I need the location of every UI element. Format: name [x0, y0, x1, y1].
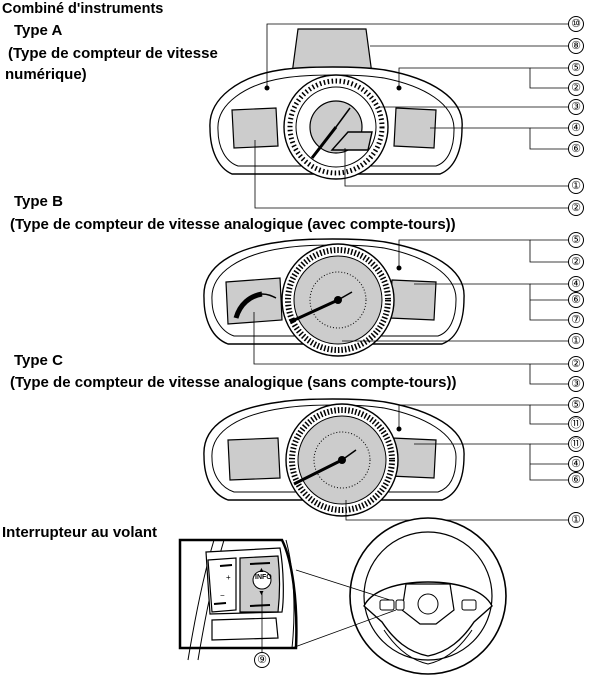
indicator-dot — [396, 85, 402, 91]
callout: ⑤ — [568, 60, 584, 76]
callout: ⑦ — [568, 312, 584, 328]
callout: ① — [568, 512, 584, 528]
minus-icon: − — [220, 591, 225, 600]
type-a-subheading-2: numérique) — [5, 66, 87, 83]
type-b-subheading: (Type de compteur de vitesse analogique … — [10, 216, 456, 233]
down-arrow-icon: ▼ — [258, 590, 265, 597]
callout: ④ — [568, 276, 584, 292]
callout: ⑤ — [568, 397, 584, 413]
callout: ② — [568, 254, 584, 270]
left-display-a — [231, 107, 279, 149]
callout: ② — [568, 356, 584, 372]
callout: ② — [568, 200, 584, 216]
right-display-b — [389, 279, 437, 321]
callout: ① — [568, 333, 584, 349]
cluster-type-b — [203, 238, 568, 385]
page-title: Combiné d'instruments — [2, 1, 164, 17]
callout: ⑤ — [568, 232, 584, 248]
digital-speed-display — [330, 131, 373, 151]
up-arrow-icon: ▲ — [258, 567, 265, 574]
right-display-a — [393, 107, 437, 149]
type-b-heading: Type B — [14, 193, 63, 210]
type-c-heading: Type C — [14, 352, 63, 369]
callout: ⑨ — [254, 652, 270, 668]
callout: ⑧ — [568, 38, 584, 54]
callout: ⑪ — [568, 436, 584, 452]
info-label: INFO — [255, 574, 272, 581]
indicator-dot — [396, 426, 402, 432]
indicator-dot — [264, 85, 270, 91]
type-c-subheading: (Type de compteur de vitesse analogique … — [10, 374, 457, 391]
callout: ② — [568, 80, 584, 96]
callout: ① — [568, 178, 584, 194]
steering-wheel — [291, 517, 507, 675]
callout: ⑥ — [568, 292, 584, 308]
callout: ⑩ — [568, 16, 584, 32]
indicator-dot — [396, 265, 402, 271]
callout: ④ — [568, 456, 584, 472]
voice-button — [211, 617, 279, 641]
cluster-type-c — [203, 398, 568, 521]
left-display-c — [227, 437, 281, 481]
callout: ⑪ — [568, 416, 584, 432]
type-a-subheading-1: (Type de compteur de vitesse — [8, 45, 218, 62]
callout: ④ — [568, 120, 584, 136]
callout: ⑥ — [568, 472, 584, 488]
type-a-heading: Type A — [14, 22, 63, 39]
volume-switch — [207, 557, 237, 613]
callout: ③ — [568, 99, 584, 115]
cluster-type-a — [209, 23, 568, 209]
plus-icon: + — [226, 573, 231, 582]
switch-heading: Interrupteur au volant — [2, 524, 158, 541]
callout: ③ — [568, 376, 584, 392]
steering-switch-inset — [178, 538, 298, 661]
callout: ⑥ — [568, 141, 584, 157]
